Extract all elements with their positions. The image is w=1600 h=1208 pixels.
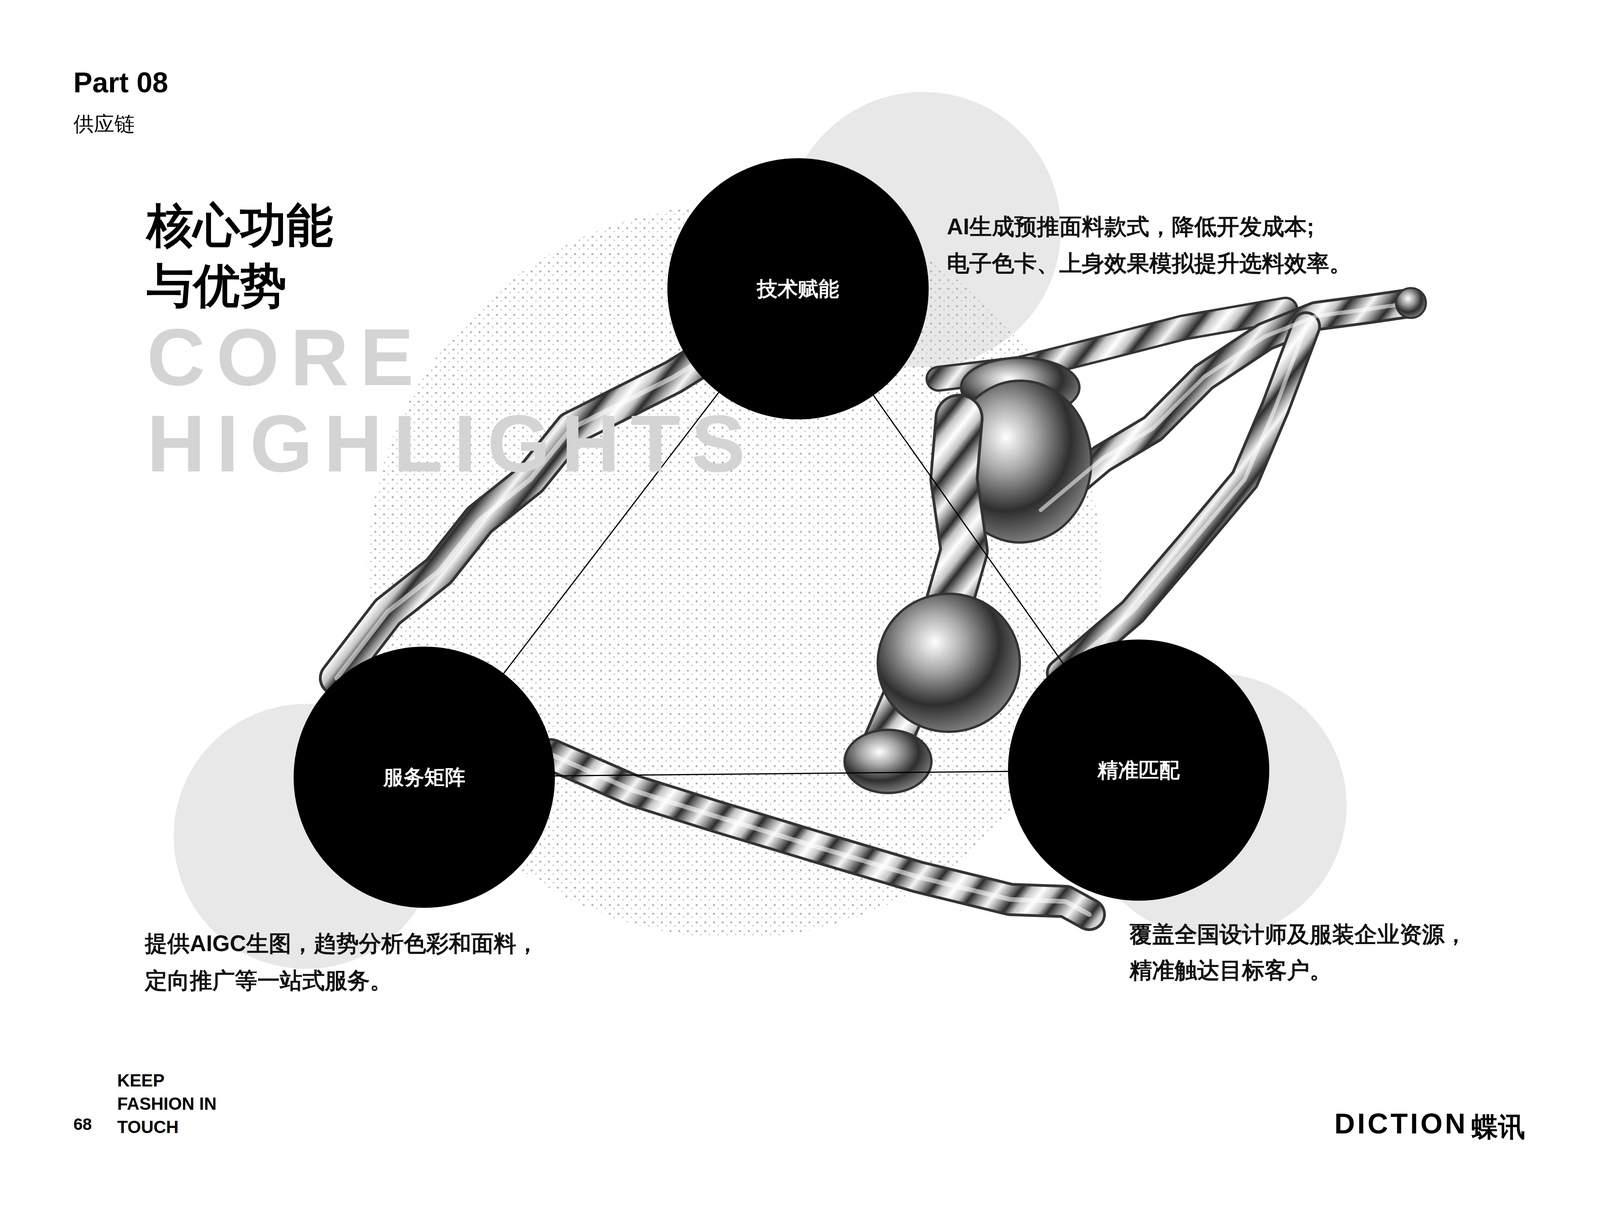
circle-label: 服务矩阵 bbox=[383, 765, 466, 790]
feature-circle: 技术赋能 bbox=[667, 158, 929, 420]
part-name: 供应链 bbox=[73, 110, 135, 139]
circle-label: 技术赋能 bbox=[756, 276, 840, 302]
blob-highlight bbox=[1060, 326, 1306, 674]
feature-circle: 服务矩阵 bbox=[293, 646, 555, 909]
section-title: 核心功能 与优势 bbox=[146, 195, 362, 317]
connector-line bbox=[873, 395, 1064, 664]
brand-logo: DICTION bbox=[1334, 1107, 1468, 1141]
blob-strand bbox=[1040, 303, 1406, 511]
feature-description: AI生成预推面料款式，降低开发成本; 电子色卡、上身效果模拟提升选料效率。 bbox=[946, 208, 1370, 282]
brand-logo-cn: 蝶讯 bbox=[1471, 1109, 1526, 1146]
blob-ball bbox=[1395, 288, 1426, 319]
blob-highlight bbox=[1040, 303, 1406, 511]
feature-description: 覆盖全国设计师及服装企业资源， 精准触达目标客户。 bbox=[1129, 916, 1490, 989]
blob-shadow bbox=[1040, 303, 1406, 511]
part-number: Part 08 bbox=[73, 66, 169, 99]
blob-shadow bbox=[1060, 326, 1306, 674]
blob-strand bbox=[1060, 326, 1306, 674]
feature-circle: 精准匹配 bbox=[1007, 639, 1270, 902]
circle-label: 精准匹配 bbox=[1097, 758, 1180, 783]
feature-description: 提供AIGC生图，趋势分析色彩和面料， 定向推广等一站式服务。 bbox=[144, 925, 573, 1000]
watermark-text: CORE HIGHLIGHTS bbox=[146, 313, 818, 488]
slogan: KEEP FASHION IN TOUCH bbox=[117, 1069, 236, 1140]
page-number: 68 bbox=[73, 1115, 92, 1135]
connector-line bbox=[554, 771, 1008, 776]
blob-mass bbox=[877, 593, 1020, 733]
blob-mass bbox=[844, 730, 932, 794]
